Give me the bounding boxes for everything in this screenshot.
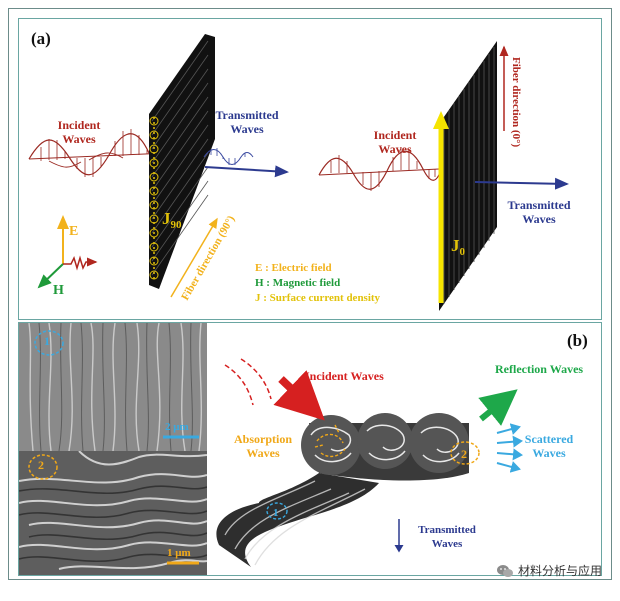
legend-magnetic: H : Magnetic field (255, 277, 340, 289)
right-fiber-direction-label: Fiber direction (0°) (510, 57, 522, 147)
left-current-label: J90 (162, 209, 182, 231)
axes-icon (37, 215, 98, 289)
transmitted-label-b-1: Transmitted (418, 524, 476, 536)
panel-a-label: (a) (31, 29, 51, 48)
incident-arrow (273, 370, 325, 421)
left-transmitted-label-2: Waves (230, 122, 264, 136)
axis-e-label: E (69, 224, 78, 239)
incident-arc-inner (240, 358, 272, 400)
left-incident-label-1: Incident (58, 118, 101, 132)
absorption-label-2: Waves (246, 446, 280, 460)
transmitted-label-b-2: Waves (432, 538, 463, 550)
right-transmitted-label-1: Transmitted (507, 198, 570, 212)
right-incident-label-2: Waves (378, 142, 412, 156)
sem-image-top: 1 2 μm (19, 323, 207, 451)
absorption-label-1: Absorption (234, 432, 292, 446)
right-current-label: J0 (451, 236, 466, 258)
scale-bottom-label: 1 μm (167, 547, 191, 559)
legend-current: J : Surface current density (255, 292, 381, 304)
left-fiber-direction-arrow (170, 217, 218, 298)
panel-a-illustration: Incident Waves J90 Fiber di (28, 34, 571, 311)
reflection-arrow (478, 389, 518, 426)
left-fiber-direction-label: Fiber direction (90°) (179, 213, 237, 302)
watermark-text: 材料分析与应用 (517, 564, 602, 578)
left-transmitted-wave (203, 148, 254, 165)
right-transmitted-arrow (474, 177, 569, 190)
left-transmitted-label-1: Transmitted (215, 108, 278, 122)
panel-b-schematic: 1 2 Incident Waves (216, 358, 583, 567)
right-incident-label-1: Incident (374, 128, 417, 142)
fiber-tail (216, 473, 379, 567)
left-incident-wave (28, 129, 170, 177)
marker-2-schematic: 2 (461, 447, 467, 461)
fiber-bundle (301, 413, 480, 481)
incident-label: Incident Waves (305, 369, 384, 383)
marker-1-schematic: 1 (273, 507, 279, 519)
panel-b-label: (b) (567, 331, 588, 350)
sem-image-bottom: 2 1 μm (19, 451, 207, 575)
scattered-label-1: Scattered (525, 432, 574, 446)
scattered-label-2: Waves (532, 446, 566, 460)
marker-1-top: 1 (44, 334, 50, 348)
right-current-arrowhead (433, 111, 449, 129)
legend-electric: E : Electric field (255, 262, 332, 274)
right-transmitted-label-2: Waves (522, 212, 556, 226)
incident-arc-outer (224, 364, 254, 406)
marker-2-bottom: 2 (38, 458, 44, 472)
right-fiber-stack (439, 41, 497, 311)
panel-b: 1 2 μm 2 1 μm (18, 322, 602, 576)
axis-h-label: H (53, 283, 64, 298)
left-transmitted-arrow (204, 165, 289, 178)
right-incident-wave (318, 147, 442, 191)
reflection-label: Reflection Waves (495, 362, 583, 376)
scattered-arrows (496, 423, 523, 473)
left-incident-label-2: Waves (62, 132, 96, 146)
watermark: 材料分析与应用 (496, 562, 602, 579)
wechat-icon (496, 564, 513, 577)
scale-top-label: 2 μm (165, 421, 189, 433)
panel-a: Incident Waves J90 Fiber di (18, 18, 602, 320)
